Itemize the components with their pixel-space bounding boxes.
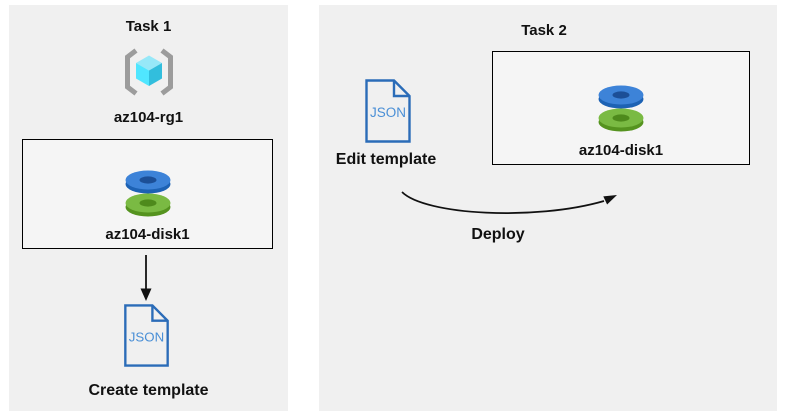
create-template-label: Create template xyxy=(88,382,209,399)
resource-group-icon xyxy=(125,48,173,96)
json-icon-text: JSON xyxy=(370,105,406,120)
edit-template-label: Edit template xyxy=(335,151,437,168)
managed-disk-icon xyxy=(598,85,644,132)
disk-name: az104-disk1 xyxy=(578,142,664,159)
task2-panel: Task 2 JSON Edit template az104-disk1 xyxy=(319,5,777,411)
resource-group-name: az104-rg1 xyxy=(113,109,184,126)
task1-disk-box: az104-disk1 xyxy=(22,139,273,249)
deploy-label: Deploy xyxy=(471,226,525,243)
task2-title: Task 2 xyxy=(521,22,567,39)
deploy-arrow-icon xyxy=(401,191,617,214)
managed-disk-icon xyxy=(125,170,170,217)
disk-name: az104-disk1 xyxy=(105,226,190,243)
task1-panel: Task 1 az104-rg1 az104-disk1 xyxy=(9,5,288,411)
json-file-icon: JSON xyxy=(124,304,169,367)
task1-title: Task 1 xyxy=(125,18,172,35)
json-icon-text: JSON xyxy=(129,329,164,344)
down-arrow-icon xyxy=(140,255,152,301)
json-file-icon: JSON xyxy=(365,79,411,143)
task2-disk-box: az104-disk1 xyxy=(492,51,750,165)
